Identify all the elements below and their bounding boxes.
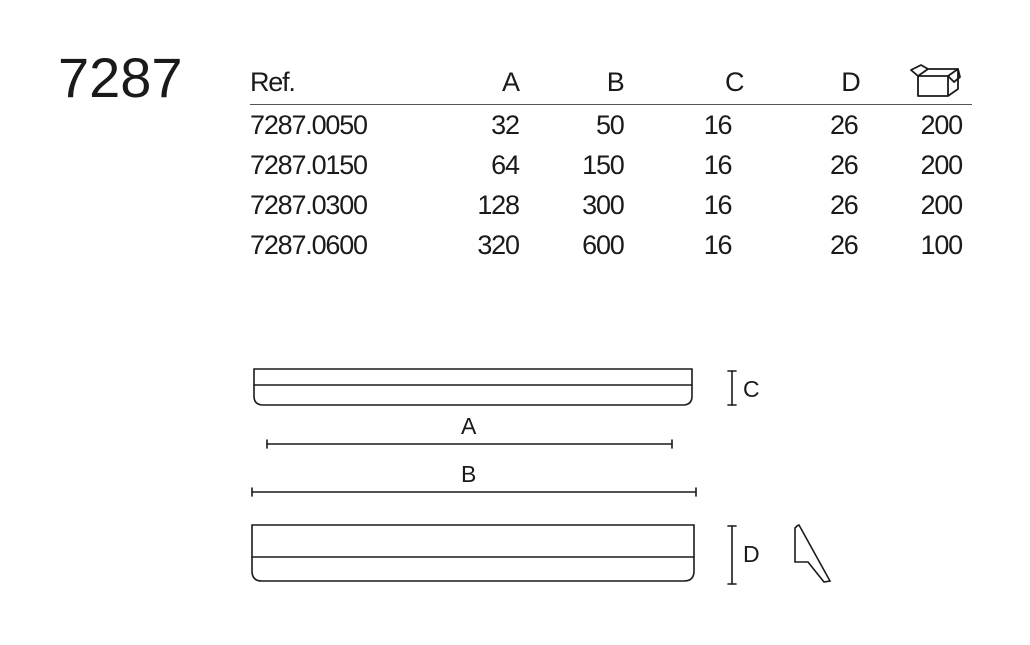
table-header-row: Ref. A B C D xyxy=(250,58,972,105)
cell-qty: 200 xyxy=(920,189,964,220)
handle-front-view xyxy=(251,524,695,582)
cell-c: 16 xyxy=(703,229,733,260)
dimension-d-line xyxy=(727,525,737,585)
cell-a: 128 xyxy=(477,189,520,220)
cell-a: 32 xyxy=(491,109,520,140)
header-c: C xyxy=(725,67,745,97)
label-d: D xyxy=(743,541,760,567)
cell-ref: 7287.0050 xyxy=(250,109,368,140)
table-row: 7287.0600 320 600 16 26 100 xyxy=(250,225,972,265)
cell-b: 600 xyxy=(582,229,625,260)
label-b: B xyxy=(461,461,476,487)
cell-d: 26 xyxy=(829,189,859,220)
box-icon xyxy=(910,64,961,97)
cell-d: 26 xyxy=(829,229,859,260)
cell-a: 64 xyxy=(491,149,520,180)
table-row: 7287.0150 64 150 16 26 200 xyxy=(250,145,972,185)
header-a: A xyxy=(501,67,520,97)
table-row: 7287.0050 32 50 16 26 200 xyxy=(250,105,972,146)
cell-a: 320 xyxy=(477,229,520,260)
cell-b: 50 xyxy=(595,109,625,140)
cell-d: 26 xyxy=(829,149,859,180)
handle-top-view xyxy=(253,368,693,406)
header-box xyxy=(870,58,972,105)
label-c: C xyxy=(743,376,760,402)
dimension-c-line xyxy=(727,370,737,406)
dimension-b-line xyxy=(251,487,697,497)
header-d: D xyxy=(841,67,861,97)
header-ref: Ref. xyxy=(250,67,296,97)
cell-c: 16 xyxy=(703,189,733,220)
cell-ref: 7287.0150 xyxy=(250,149,368,180)
cell-b: 150 xyxy=(582,149,625,180)
handle-profile-section xyxy=(794,523,832,583)
header-b: B xyxy=(606,67,625,97)
cell-b: 300 xyxy=(582,189,625,220)
model-number: 7287 xyxy=(58,46,183,109)
label-a: A xyxy=(461,413,477,439)
table-row: 7287.0300 128 300 16 26 200 xyxy=(250,185,972,225)
cell-qty: 200 xyxy=(920,149,964,180)
cell-ref: 7287.0300 xyxy=(250,189,368,220)
dimension-a-line xyxy=(266,439,673,449)
cell-ref: 7287.0600 xyxy=(250,229,368,260)
cell-qty: 100 xyxy=(920,229,964,260)
cell-c: 16 xyxy=(703,109,733,140)
cell-c: 16 xyxy=(703,149,733,180)
cell-qty: 200 xyxy=(920,109,964,140)
cell-d: 26 xyxy=(829,109,859,140)
